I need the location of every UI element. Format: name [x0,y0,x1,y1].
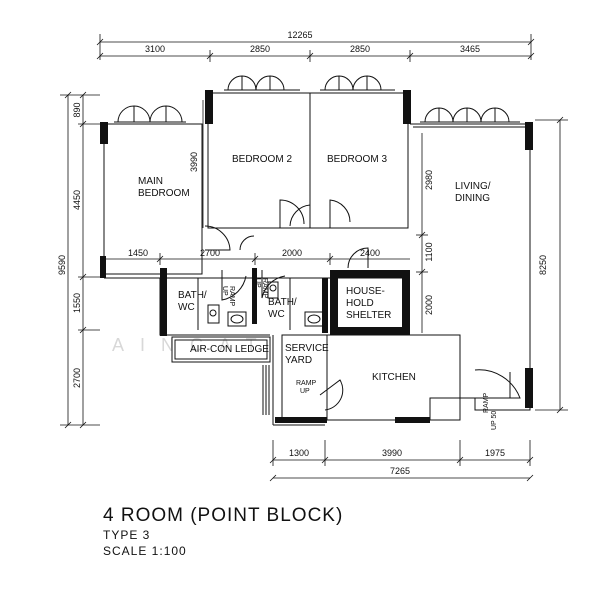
plan-caption: 4 ROOM (POINT BLOCK) TYPE 3 SCALE 1:100 [103,505,343,559]
plan-type: TYPE 3 [103,528,151,542]
basin-2 [304,311,324,327]
label-bath2-1: BATH/ [268,297,297,308]
walls-thick [100,90,533,423]
label-bedroom-2: BEDROOM 2 [232,154,292,165]
toilet-1-bowl [209,309,217,317]
dim-top-2: 2850 [250,44,270,54]
label-ramp-service-2: UP [300,388,310,395]
dim-right-overall: 8250 [538,255,548,275]
dim-bottom-2: 3990 [382,448,402,458]
dim-living-1: 2980 [424,170,434,190]
label-main-bedroom-2: BEDROOM [138,188,190,199]
label-kitchen: KITCHEN [372,372,416,383]
label-ramp-entrance-2: UP 50 [491,411,498,430]
basin-1 [227,311,247,327]
dim-bottom-overall: 7265 [390,466,410,476]
label-bath1-1: BATH/ [178,290,207,301]
dim-bottom-3: 1975 [485,448,505,458]
doors [204,199,521,411]
label-main-bedroom-1: MAIN [138,176,163,187]
dim-left-4: 2700 [72,368,82,388]
dim-left-3: 1550 [72,293,82,313]
dim-living-2: 1100 [424,242,434,261]
basin-1-bowl [230,314,244,324]
dim-left-outer: 9590 [57,255,67,275]
label-aircon: AIR-CON LEDGE [190,344,269,355]
dim-top-1: 3100 [145,44,165,54]
windows [114,75,520,123]
label-ramp-service-1: RAMP [296,380,317,387]
plan-title: 4 ROOM (POINT BLOCK) [103,505,344,526]
dim-left-2: 4450 [72,190,82,210]
label-shelter-3: SHELTER [346,310,391,321]
dim-bottom-1: 1300 [289,448,309,458]
dim-top-4: 3465 [460,44,480,54]
dim-overall-top: 12265 [287,30,312,40]
toilet-1 [207,304,220,324]
room-labels: MAIN BEDROOM BEDROOM 2 BEDROOM 3 LIVING/… [138,154,498,430]
dim-inner-2: 2700 [200,248,220,258]
dimension-lines [60,34,568,482]
dim-bedroom2-height: 3990 [189,152,199,172]
label-ramp-entrance-1: RAMP [483,392,490,413]
label-bath2-2: WC [268,309,285,320]
label-shelter-2: HOLD [346,298,374,309]
label-service-1: SERVICE [285,343,329,354]
basin-2-bowl [307,314,321,324]
dim-inner-3: 2000 [282,248,302,258]
label-living-1: LIVING/ [455,181,491,192]
dim-inner-4: 2400 [360,248,380,258]
label-ramp-bath2-1: RAMP [261,278,268,299]
label-ramp-bath2-2: UP [254,278,261,288]
plan-scale: SCALE 1:100 [103,544,187,558]
label-living-2: DINING [455,193,490,204]
label-shelter-1: HOUSE- [346,286,385,297]
dim-left-1: 890 [72,102,82,117]
dim-inner-1: 1450 [128,248,148,258]
toilet-2 [267,281,279,299]
dimension-labels: 12265 3100 2850 2850 3465 9590 890 4450 … [57,30,548,476]
label-ramp-bath1-2: UP [221,286,228,296]
label-ramp-bath1-1: RAMP [228,286,235,307]
dim-top-3: 2850 [350,44,370,54]
dim-living-3: 2000 [424,295,434,315]
label-bedroom-3: BEDROOM 3 [327,154,387,165]
label-service-2: YARD [285,355,312,366]
label-bath1-2: WC [178,302,195,313]
fixtures [197,278,324,330]
toilet-2-bowl [269,284,277,292]
